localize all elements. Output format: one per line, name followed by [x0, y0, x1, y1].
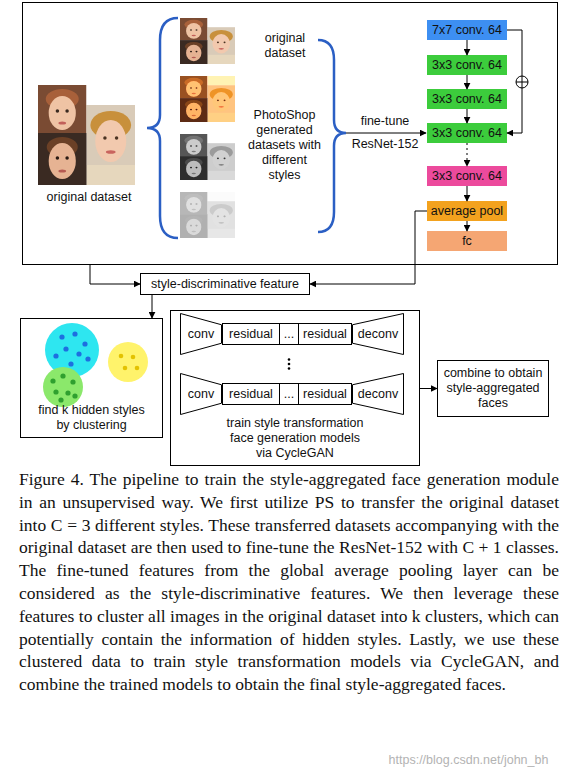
- decoder-trapezoid: deconv: [352, 313, 404, 355]
- ellipsis-block: ...: [279, 323, 299, 345]
- flow-arrow: [90, 265, 140, 284]
- figure-frame: original datasetoriginal datasetPhotoSho…: [22, 2, 558, 265]
- cluster-points: [119, 354, 140, 371]
- layer-label: average pool: [431, 204, 503, 219]
- flow-arrow: [467, 109, 468, 123]
- block-label: ...: [284, 387, 294, 402]
- trapezoid-outline: [353, 374, 404, 415]
- layer-label: 3x3 conv. 64: [432, 92, 502, 107]
- feature-box: style-discriminative feature: [140, 273, 310, 295]
- flow-arrow: [507, 30, 522, 133]
- face-collage: [180, 76, 235, 122]
- cluster-group: [43, 323, 148, 407]
- watermark: https://blog.csdn.net/john_bh: [366, 753, 571, 768]
- flow-arrow: [310, 211, 427, 284]
- face-collage: [180, 134, 235, 180]
- residual-block: residual: [222, 323, 280, 345]
- flow-arrow: [152, 295, 153, 318]
- block-label: conv: [188, 387, 214, 402]
- face-collage: [180, 192, 235, 238]
- flow-arrow: [467, 75, 468, 89]
- curly-bracket: [147, 18, 178, 238]
- box-label: train style transformation face generati…: [225, 416, 365, 461]
- trapezoid-outline: [181, 374, 222, 415]
- block-label: residual: [229, 387, 273, 402]
- face-collage: [38, 85, 135, 185]
- residual-block: residual: [222, 383, 280, 405]
- conv-layer: 3x3 conv. 64: [427, 123, 507, 143]
- flow-arrow: [420, 388, 437, 389]
- box-label: combine to obtain style-aggregated faces: [438, 366, 548, 411]
- layer-label: 7x7 conv. 64: [432, 23, 502, 38]
- flow-arrow: [467, 186, 468, 201]
- box-label: style-discriminative feature: [151, 277, 299, 292]
- face-collage: [180, 18, 235, 64]
- cluster-points: [50, 373, 77, 402]
- encoder-trapezoid: conv: [180, 373, 222, 415]
- decoder-trapezoid: deconv: [352, 373, 404, 415]
- block-label: deconv: [358, 387, 398, 402]
- layer-label: 3x3 conv. 64: [432, 169, 502, 184]
- cyclegan-box: train style transformation face generati…: [170, 310, 420, 466]
- layer-label: 3x3 conv. 64: [432, 126, 502, 141]
- fc-layer: fc: [427, 231, 507, 251]
- layer-label: fc: [462, 234, 472, 249]
- flow-arrow: [467, 221, 468, 231]
- block-label: residual: [229, 327, 273, 342]
- conv-layer: 3x3 conv. 64: [427, 166, 507, 186]
- block-label: deconv: [358, 327, 398, 342]
- dataset-label: PhotoShop generated datasets with differ…: [247, 108, 322, 183]
- encoder-trapezoid: conv: [180, 313, 222, 355]
- conv-layer: 7x7 conv. 64: [427, 20, 507, 40]
- cluster-circle: [43, 367, 83, 407]
- trapezoid-outline: [353, 314, 404, 355]
- trapezoid-outline: [181, 314, 222, 355]
- vertical-ellipsis: [288, 358, 291, 370]
- ellipsis-block: ...: [279, 383, 299, 405]
- residual-block: residual: [298, 383, 352, 405]
- residual-block: residual: [298, 323, 352, 345]
- figure-caption: Figure 4. The pipeline to train the styl…: [19, 468, 559, 696]
- curly-bracket: [318, 40, 346, 232]
- dataset-label: original dataset: [255, 31, 315, 61]
- block-label: conv: [188, 327, 214, 342]
- layer-label: 3x3 conv. 64: [432, 58, 502, 73]
- output-box: combine to obtain style-aggregated faces: [437, 360, 549, 417]
- cluster-circle: [45, 323, 99, 377]
- arrow-label: ResNet-152: [340, 137, 430, 152]
- block-label: residual: [303, 387, 347, 402]
- fine-tune-arrow: [346, 133, 426, 134]
- conv-layer: 3x3 conv. 64: [427, 55, 507, 75]
- flow-arrow: [467, 40, 468, 55]
- clustering-box: find k hidden styles by clustering: [20, 318, 163, 438]
- cluster-points: [53, 331, 90, 366]
- arrow-label: fine-tune: [345, 114, 425, 129]
- block-label: residual: [303, 327, 347, 342]
- sum-symbol: [516, 76, 528, 88]
- block-label: ...: [284, 327, 294, 342]
- conv-layer: 3x3 conv. 64: [427, 89, 507, 109]
- dataset-label: original dataset: [29, 190, 149, 205]
- cluster-circle: [108, 342, 148, 382]
- pooling-layer: average pool: [427, 201, 507, 221]
- flow-arrow: [467, 143, 468, 166]
- box-label: find k hidden styles by clustering: [35, 403, 148, 433]
